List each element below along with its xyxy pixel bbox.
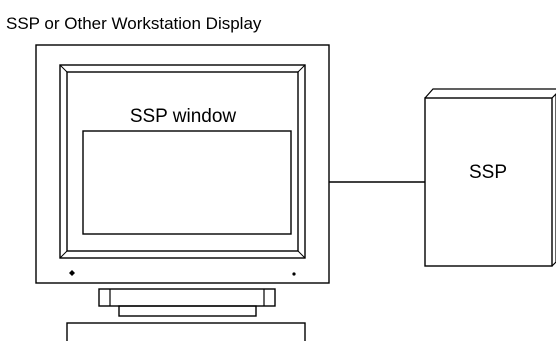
monitor-screen (66, 71, 299, 252)
monitor-base (66, 322, 306, 341)
bezel-bevel-bottom-right (297, 250, 306, 259)
status-dot-icon (292, 272, 296, 276)
monitor-bezel (59, 64, 306, 259)
monitor-neck (98, 288, 276, 307)
monitor: SSP window (35, 44, 330, 341)
monitor-stand-plate (118, 305, 257, 317)
monitor-outer-case (35, 44, 330, 284)
ssp-unit: SSP (424, 88, 556, 267)
ssp-window (82, 130, 292, 235)
ssp-box-side-face (551, 93, 556, 267)
ssp-box-front (424, 97, 553, 267)
diagram-title: SSP or Other Workstation Display (6, 14, 262, 33)
ssp-box-top-face (424, 88, 556, 99)
bezel-bevel-bottom-left (59, 250, 68, 259)
power-light-icon (69, 270, 75, 276)
ssp-box-label: SSP (469, 162, 507, 183)
bezel-bevel-top-left (59, 64, 68, 73)
ssp-window-label: SSP window (130, 106, 237, 127)
bezel-bevel-top-right (297, 64, 306, 73)
